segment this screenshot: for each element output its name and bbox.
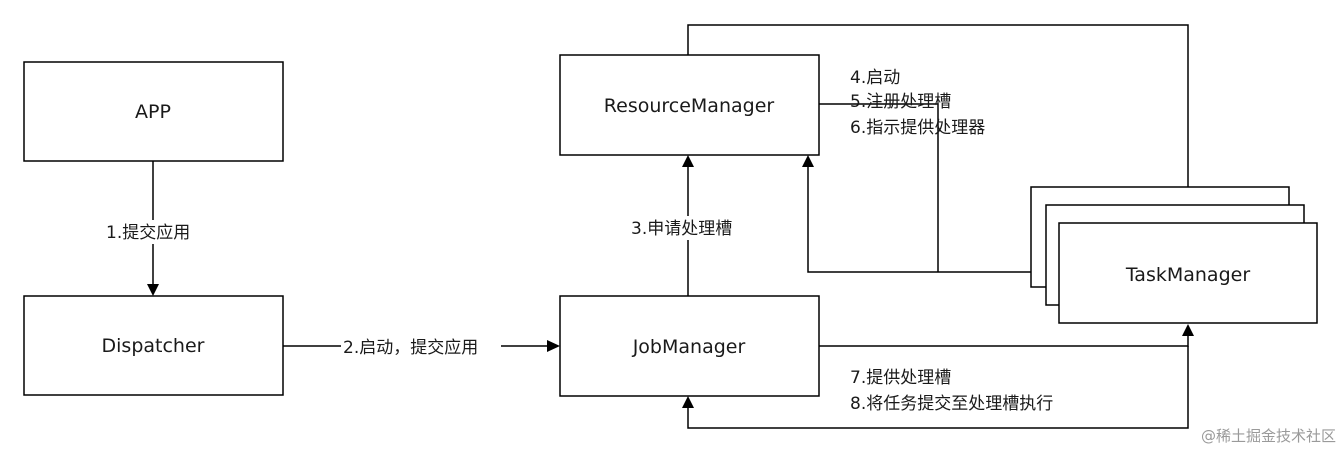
edge-label-provide-slots: 7.提供处理槽 [850, 368, 951, 388]
edge-label-start-submit: 2.启动，提交应用 [343, 338, 478, 358]
arrowhead-to-taskmanager-bottom [1182, 324, 1194, 336]
edge-label-submit-tasks: 8.将任务提交至处理槽执行 [850, 394, 1053, 414]
edge-label-request-slots: 3.申请处理槽 [631, 219, 732, 239]
node-labels: APP Dispatcher ResourceManager JobManage… [102, 95, 1251, 358]
node-app [23, 61, 284, 162]
nodes [23, 54, 1318, 397]
arrowhead-to-resourcemanager [682, 155, 694, 167]
node-job-manager-label: JobManager [632, 336, 746, 358]
edge-labels: 1.提交应用 2.启动，提交应用 3.申请处理槽 4.启动 5.注册处理槽 6.… [104, 68, 1053, 414]
node-dispatcher-label: Dispatcher [102, 335, 205, 357]
node-job-manager [559, 295, 820, 397]
edge-label-instruct-provide: 6.指示提供处理器 [850, 118, 985, 138]
node-resource-manager [559, 54, 820, 156]
node-dispatcher [23, 295, 284, 396]
node-task-manager-label: TaskManager [1125, 264, 1250, 286]
node-app-label: APP [135, 101, 171, 123]
edge-jobmanager-taskmanager [819, 334, 1189, 347]
node-resource-manager-label: ResourceManager [604, 95, 775, 117]
edge-label-start: 4.启动 [850, 68, 900, 88]
edge-taskmanager-register [807, 165, 1048, 273]
edge-resourcemanager-instruct [819, 103, 939, 272]
node-task-manager [1058, 222, 1318, 324]
edge-resourcemanager-taskmanager-start [687, 24, 1189, 213]
edge-label-submit-app: 1.提交应用 [106, 223, 190, 243]
arrowhead-to-jobmanager-bottom [682, 396, 694, 408]
edge-label-register-slots: 5.注册处理槽 [850, 92, 951, 112]
arrowhead-to-jobmanager [547, 340, 560, 352]
arrowhead-to-resourcemanager-right [802, 155, 814, 167]
edge-taskmanager-jobmanager [687, 346, 1189, 429]
arrowhead-to-dispatcher [147, 284, 159, 296]
watermark: @稀土掘金技术社区 [1201, 427, 1336, 445]
